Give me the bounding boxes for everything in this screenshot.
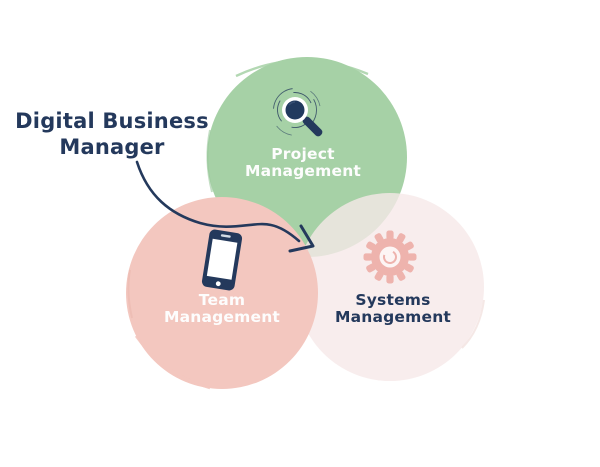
brush-stroke: [127, 269, 133, 319]
brush-stroke: [206, 129, 213, 193]
magnifier-icon: [271, 86, 323, 137]
arrow-head: [288, 224, 315, 253]
circle-systems-management: [296, 193, 485, 381]
brush-stroke: [461, 299, 485, 349]
page-title: Digital Business Manager: [10, 108, 214, 160]
annotation-arrow: [135, 160, 315, 253]
brush-stroke: [235, 59, 369, 78]
label-line: Management: [244, 161, 362, 180]
page-title-line1: Digital Business: [15, 109, 209, 133]
arrow-curve: [135, 160, 301, 243]
label-line: Management: [334, 307, 452, 326]
label-project-management: Project Management: [222, 146, 384, 179]
label-line: Team: [198, 291, 246, 309]
smartphone-icon: [201, 229, 243, 291]
label-systems-management: Systems Management: [312, 292, 474, 325]
circle-team-management: [126, 197, 318, 390]
page-title-line2: Manager: [59, 135, 165, 159]
brush-stroke: [134, 335, 211, 390]
label-team-management: Team Management: [141, 292, 303, 325]
label-line: Project: [271, 145, 335, 163]
label-line: Systems: [355, 291, 431, 309]
gear-icon: [363, 230, 417, 284]
label-line: Management: [163, 307, 281, 326]
